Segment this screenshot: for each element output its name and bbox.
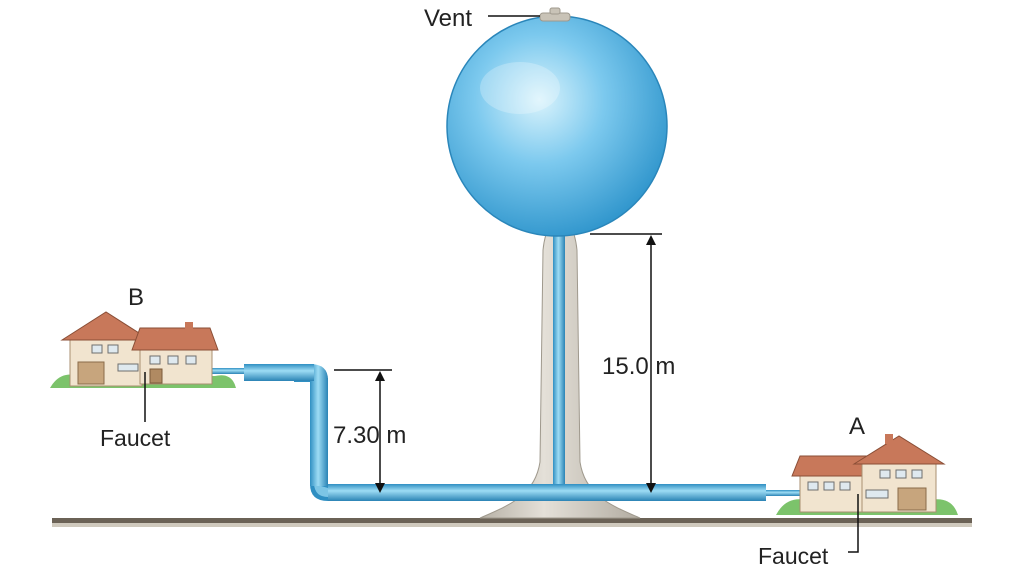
- house-a: [776, 434, 958, 515]
- faucet-b-label: Faucet: [100, 425, 171, 451]
- dimension-tower-height: [590, 233, 662, 493]
- water-tank: [446, 15, 668, 237]
- faucet-a-leader-line: [848, 494, 859, 553]
- house-b-label: B: [128, 284, 144, 311]
- faucet-a-label: Faucet: [758, 543, 829, 569]
- house-b: [50, 311, 236, 388]
- pipe-height-label: 7.30 m: [333, 422, 406, 449]
- vent-label: Vent: [424, 5, 472, 32]
- main-pipe: [144, 364, 862, 501]
- vent-cap: [539, 7, 571, 22]
- house-a-label: A: [849, 413, 865, 440]
- ground: [52, 518, 972, 527]
- tower-height-label: 15.0 m: [602, 353, 675, 380]
- dimension-pipe-height: [334, 369, 392, 493]
